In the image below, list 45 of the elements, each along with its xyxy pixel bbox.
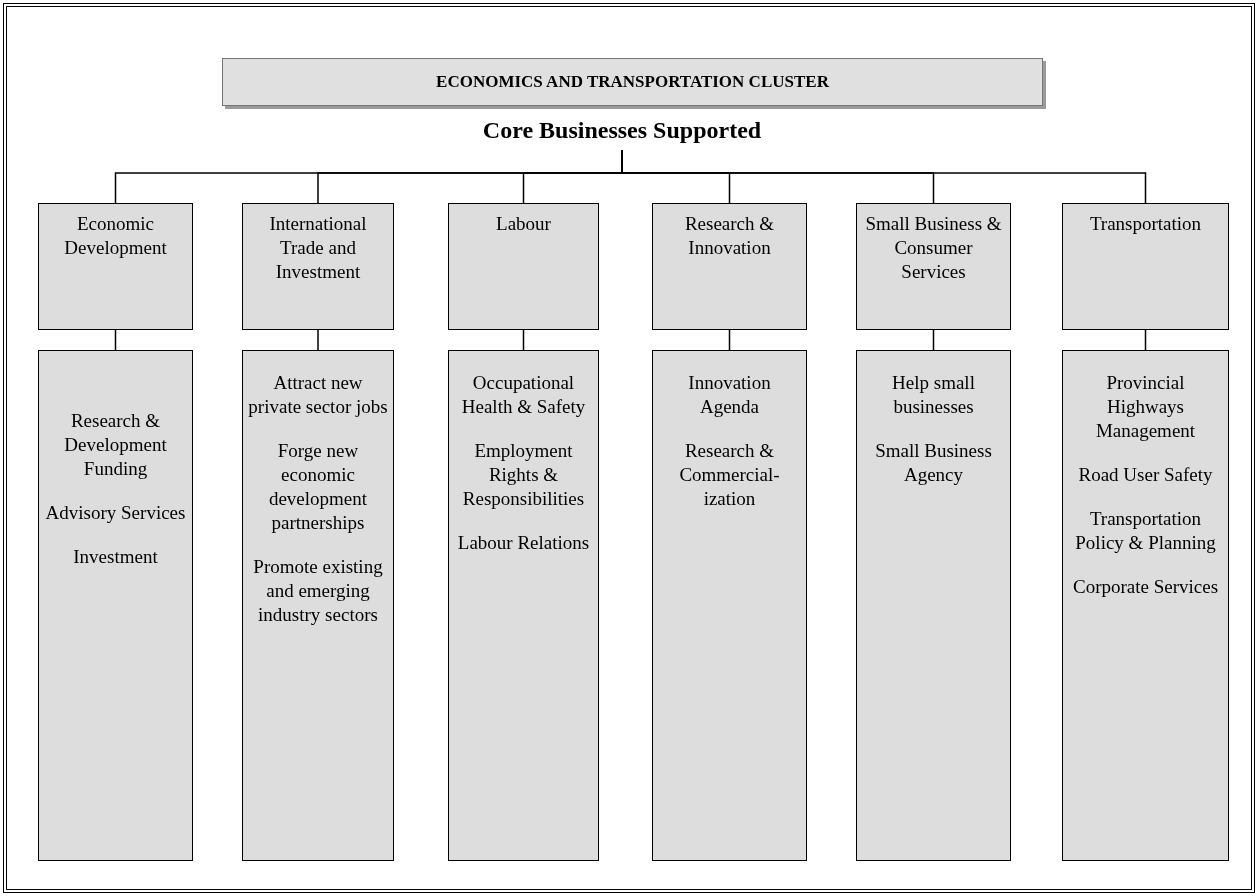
activity-text: Small Business Agency xyxy=(874,439,993,487)
business-box xyxy=(856,203,1011,330)
activity-text: Employment Rights & Responsibilities xyxy=(461,439,586,511)
business-box xyxy=(242,203,394,330)
section-heading: Core Businesses Supported xyxy=(482,116,762,145)
activity-text: Occupational Health & Safety xyxy=(460,371,587,419)
activity-text: Attract new private sector jobs xyxy=(247,371,389,419)
connector-line xyxy=(114,329,117,351)
business-box xyxy=(652,203,807,330)
connector-line xyxy=(1144,329,1147,351)
activity-text: Transportation Policy & Planning xyxy=(1074,507,1217,555)
cluster-title: ECONOMICS AND TRANSPORTATION CLUSTER xyxy=(436,71,829,94)
activity-text: Research & Commercial-ization xyxy=(678,439,781,511)
connector-line xyxy=(621,149,1147,204)
activity-text: Investment xyxy=(73,545,158,569)
business-box xyxy=(38,203,193,330)
activity-box xyxy=(242,350,394,861)
activity-text: Provincial Highways Management xyxy=(1094,371,1197,443)
activity-text: Innovation Agenda xyxy=(687,371,772,419)
cluster-title-box xyxy=(222,58,1043,106)
business-name: Labour xyxy=(496,212,551,236)
activity-text: Advisory Services xyxy=(45,501,186,525)
activity-text: Forge new economic development partnerships xyxy=(267,439,369,535)
activity-text: Corporate Services xyxy=(1072,575,1219,599)
activity-text: Labour Relations xyxy=(457,531,590,555)
business-name: Research & Innovation xyxy=(683,212,776,260)
activity-text: Road User Safety xyxy=(1078,463,1213,487)
business-box xyxy=(1062,203,1229,330)
activity-box xyxy=(652,350,807,861)
business-name: Economic Development xyxy=(63,212,168,260)
connector-line xyxy=(728,329,731,351)
business-name: Transportation xyxy=(1089,212,1202,236)
business-name: Small Business & Consumer Services xyxy=(864,212,1003,284)
activity-box xyxy=(38,350,193,861)
activity-box xyxy=(1062,350,1229,861)
connector-line xyxy=(932,329,935,351)
business-name: International Trade and Investment xyxy=(268,212,368,284)
activity-text: Promote existing and emerging industry sectors xyxy=(252,555,384,627)
activity-box xyxy=(856,350,1011,861)
connector-line xyxy=(522,329,525,351)
activity-text: Help small businesses xyxy=(891,371,976,419)
business-box xyxy=(448,203,599,330)
activity-box xyxy=(448,350,599,861)
connector-line xyxy=(317,329,319,351)
activity-text: Research & Development Funding xyxy=(63,409,168,481)
